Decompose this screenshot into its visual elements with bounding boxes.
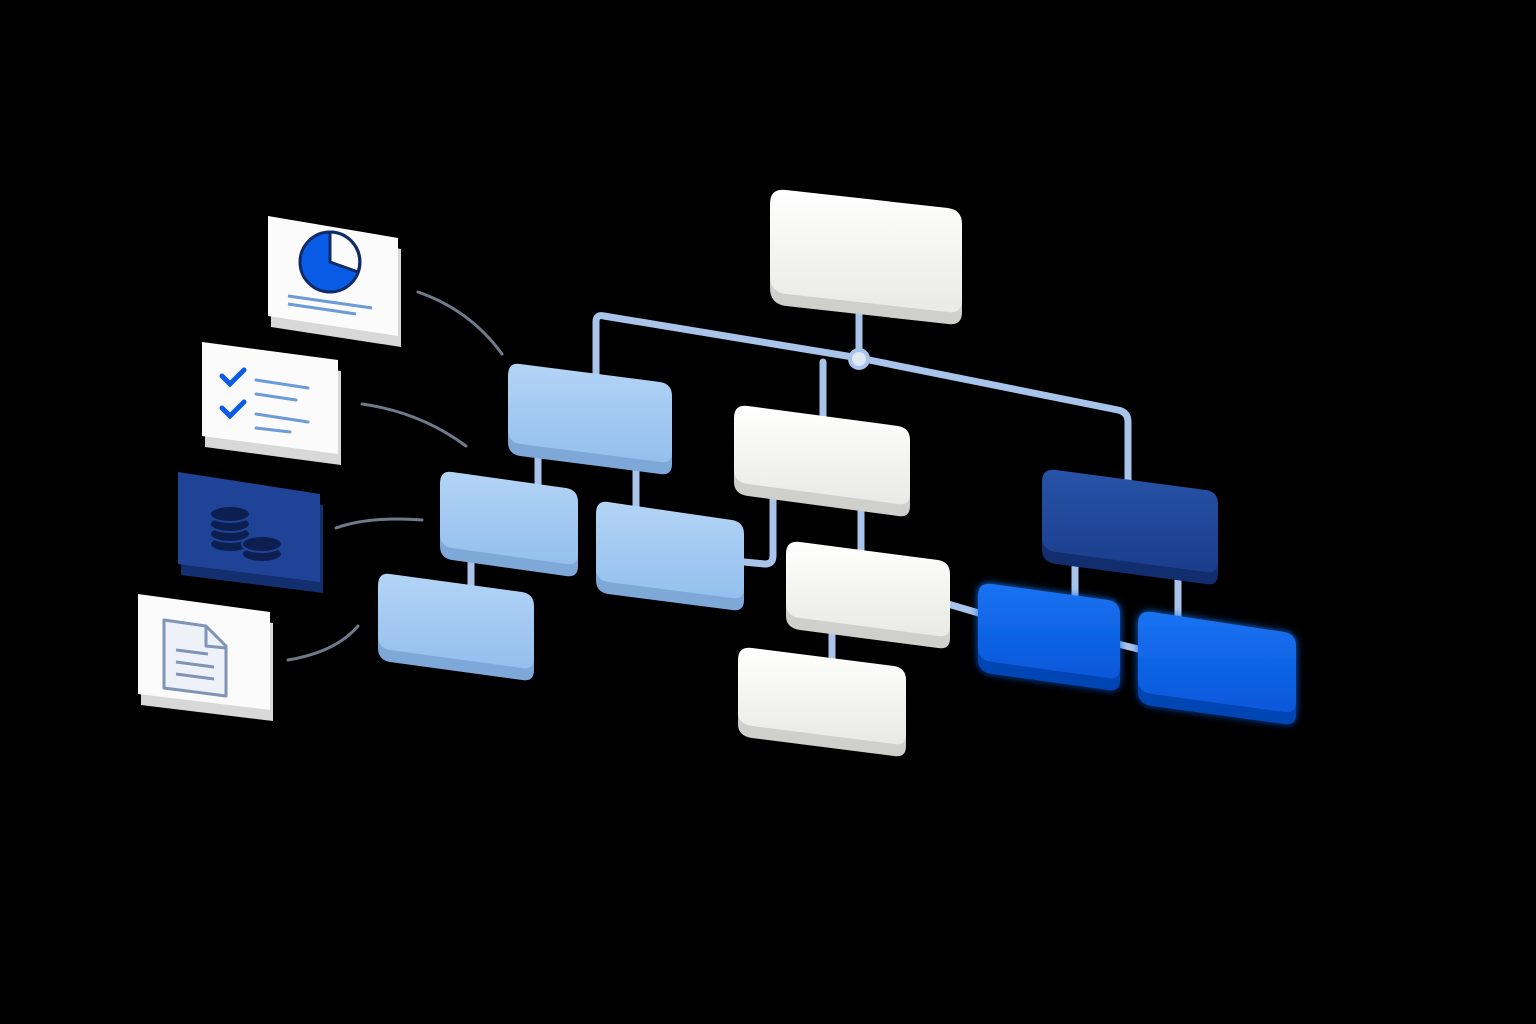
coins-icon xyxy=(209,505,283,563)
node-right-branch[interactable] xyxy=(1042,469,1218,585)
side-card-document[interactable] xyxy=(138,594,273,721)
node-left-child-b[interactable] xyxy=(596,501,744,611)
node-left-grandchild[interactable] xyxy=(378,573,534,681)
node-root[interactable] xyxy=(770,189,962,325)
node-center-grandchild[interactable] xyxy=(738,647,906,757)
node-left-branch[interactable] xyxy=(508,363,672,475)
pie-chart-icon xyxy=(287,230,373,316)
side-card-coins[interactable] xyxy=(178,472,323,593)
connector-bus-left xyxy=(592,312,863,384)
node-left-child-a[interactable] xyxy=(440,471,578,577)
side-link-chart xyxy=(416,290,504,356)
side-link-document xyxy=(286,624,360,662)
node-center-child[interactable] xyxy=(786,541,950,649)
node-right-child-b[interactable] xyxy=(1138,611,1296,725)
node-center-branch[interactable] xyxy=(734,405,910,517)
checklist-icon xyxy=(219,367,310,434)
connector-center-left xyxy=(740,486,777,568)
side-links xyxy=(286,290,504,662)
connector-center-to-right xyxy=(944,600,986,618)
node-right-child-a[interactable] xyxy=(978,583,1120,691)
junction-dot xyxy=(848,348,870,370)
connector-bus-right xyxy=(855,354,1132,490)
side-card-chart[interactable] xyxy=(268,216,401,347)
side-link-coins xyxy=(334,517,424,530)
document-icon xyxy=(162,618,228,698)
side-card-checklist[interactable] xyxy=(202,342,341,465)
side-link-checklist xyxy=(360,402,468,448)
